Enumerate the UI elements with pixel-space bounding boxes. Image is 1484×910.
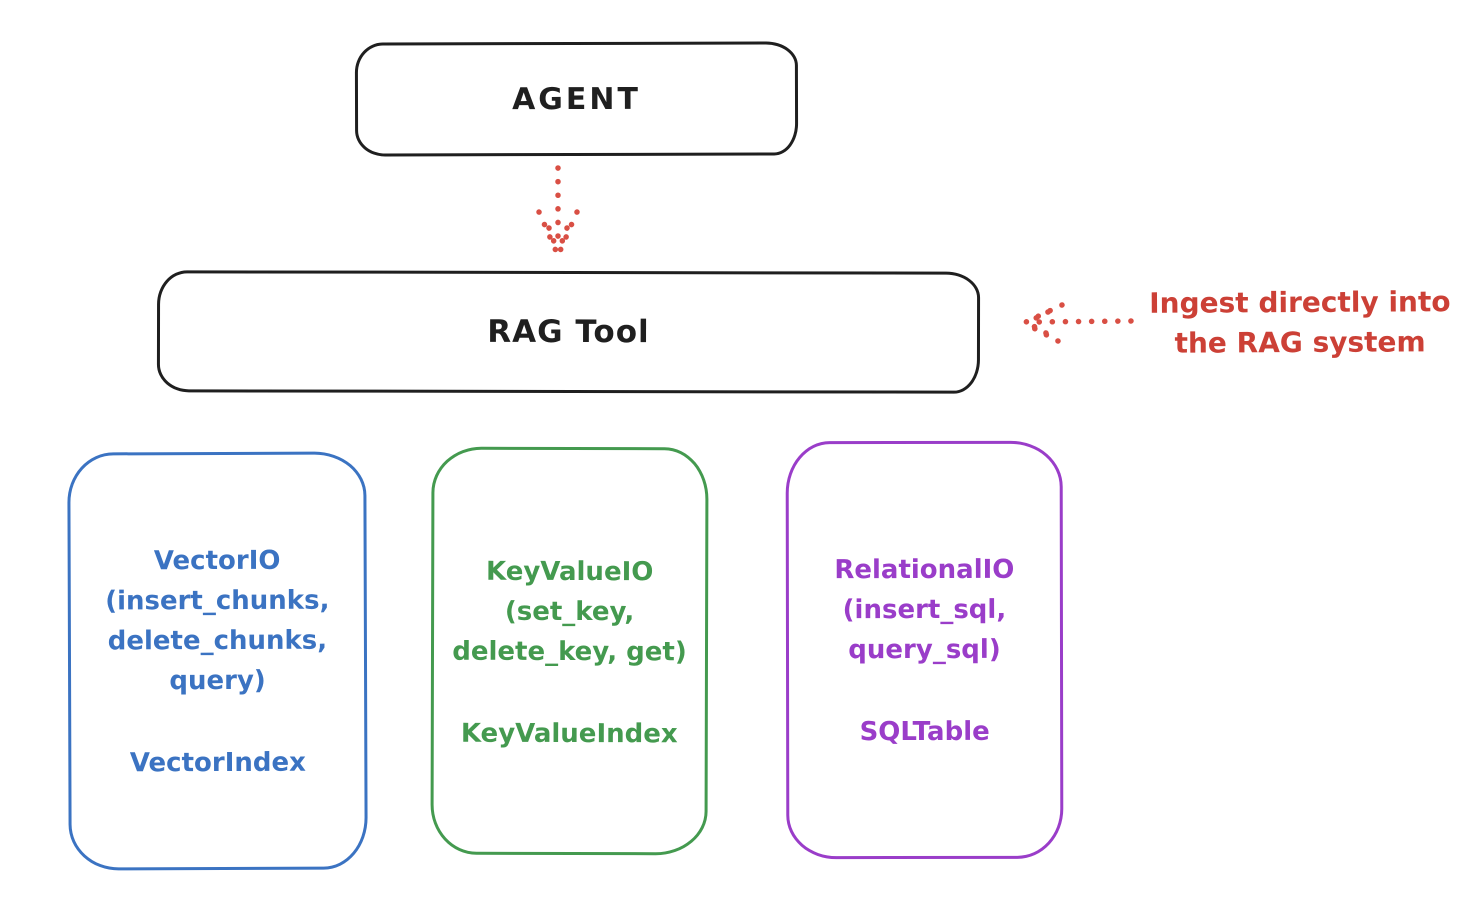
vectorio-index-label: VectorIndex — [129, 747, 306, 779]
keyvalueio-node: KeyValueIO (set_key, delete_key, get) Ke… — [430, 446, 709, 856]
keyvalueio-method-line: delete_key, get) — [452, 636, 687, 668]
keyvalueio-index-label: KeyValueIndex — [460, 718, 678, 750]
agent-node: AGENT — [354, 41, 799, 157]
vectorio-method-line: (insert_chunks, — [105, 585, 330, 617]
ingest-annotation-line1: Ingest directly into — [1149, 285, 1451, 320]
annotation-to-rag-dotted-arrow — [1023, 302, 1134, 344]
keyvalueio-method-line: (set_key, — [504, 596, 635, 628]
vectorio-title: VectorIO — [153, 545, 281, 577]
vectorio-method-line: query) — [169, 665, 266, 697]
relationalio-method-line: (insert_sql, — [842, 594, 1007, 626]
ingest-annotation-line2: the RAG system — [1174, 325, 1426, 360]
agent-to-rag-dotted-arrow — [536, 165, 580, 254]
relationalio-method-line: query_sql) — [848, 634, 1001, 666]
rag-tool-label: RAG Tool — [487, 313, 650, 351]
rag-tool-node: RAG Tool — [156, 270, 981, 394]
relationalio-index-label: SQLTable — [859, 716, 990, 748]
ingest-annotation: Ingest directly into the RAG system — [1120, 282, 1480, 364]
keyvalueio-title: KeyValueIO — [485, 556, 654, 588]
vectorio-node: VectorIO (insert_chunks, delete_chunks, … — [67, 451, 368, 871]
vectorio-method-line: delete_chunks, — [107, 625, 328, 657]
relationalio-title: RelationalIO — [834, 554, 1015, 586]
relationalio-node: RelationalIO (insert_sql, query_sql) SQL… — [785, 440, 1064, 860]
agent-label: AGENT — [512, 81, 641, 117]
